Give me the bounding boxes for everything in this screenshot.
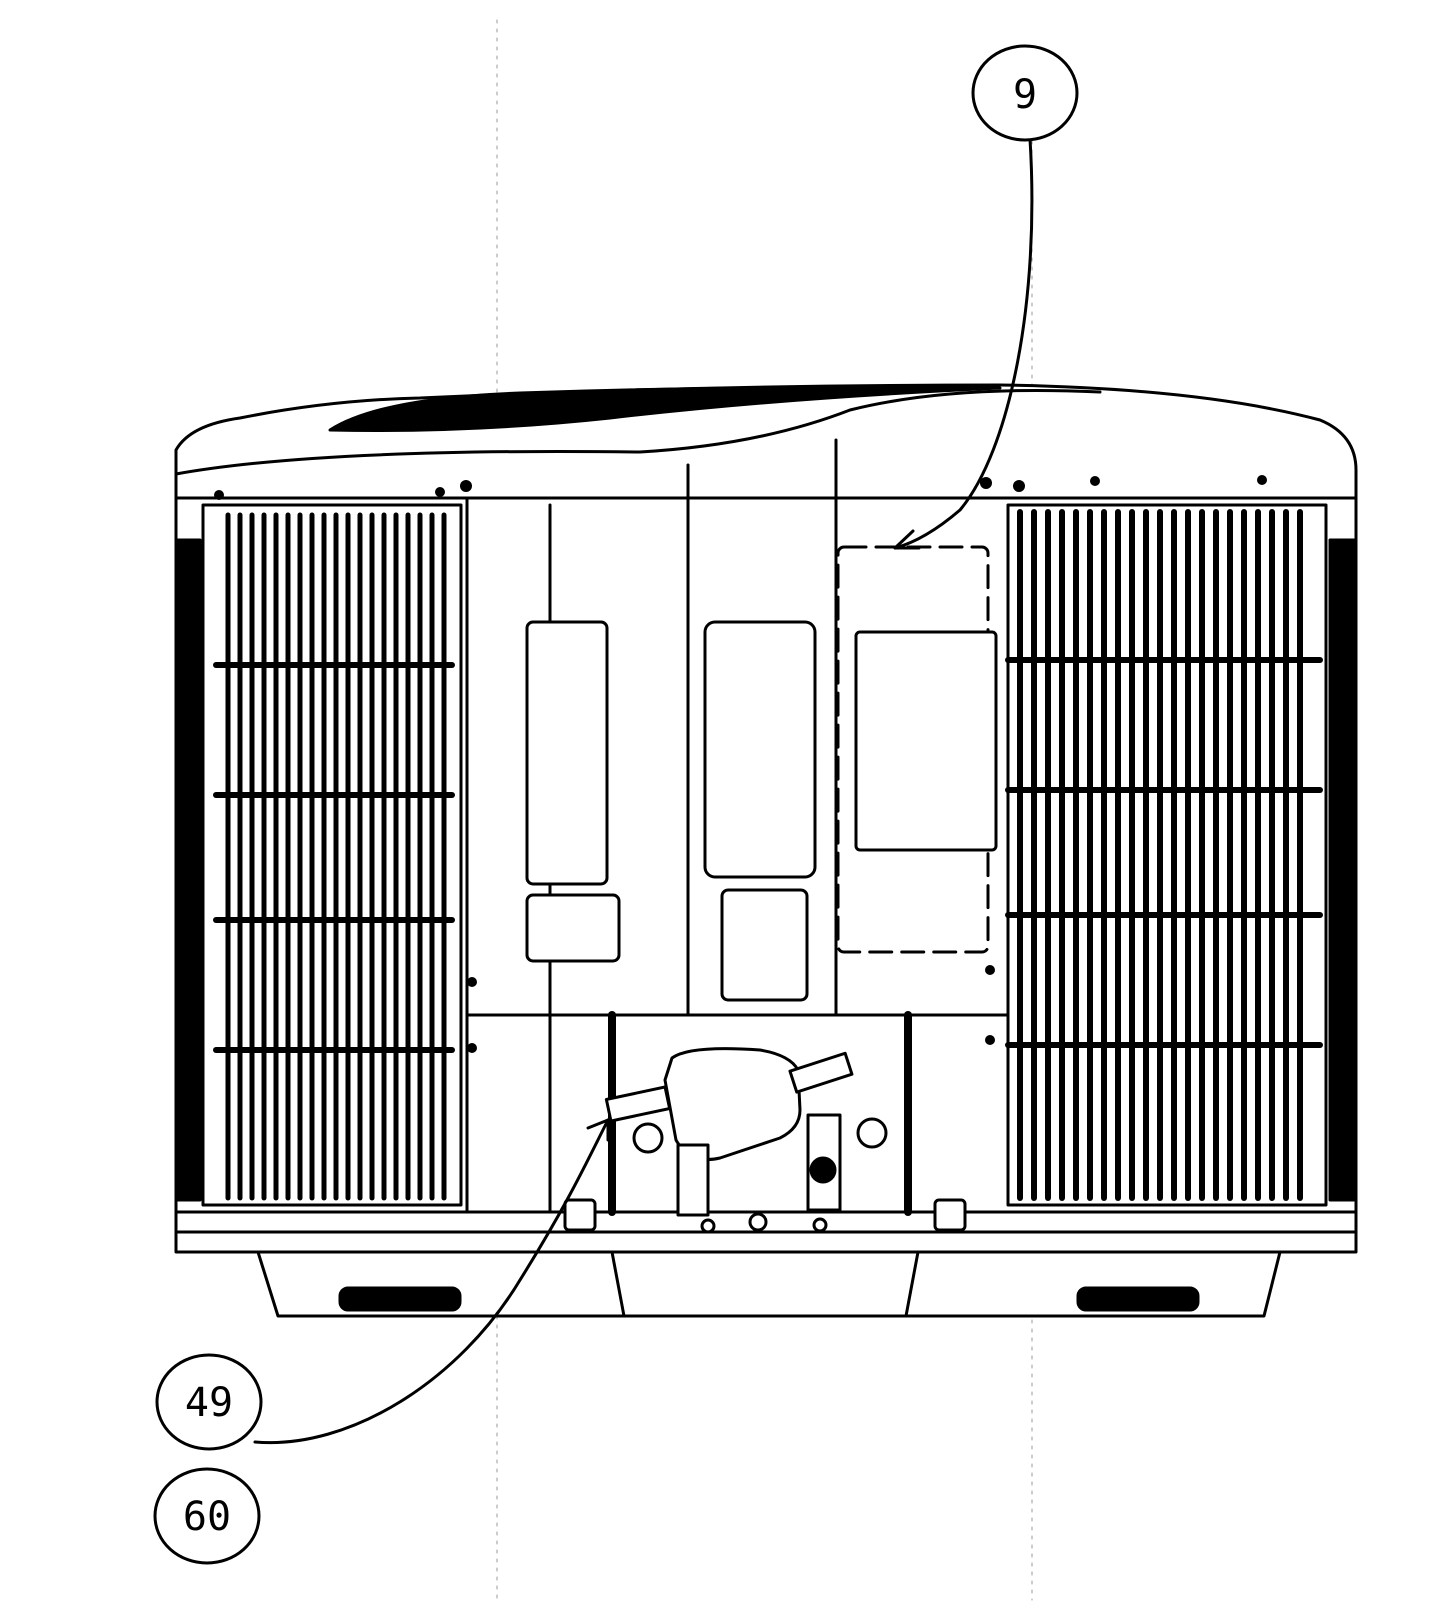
compressor-compartment [563, 1011, 967, 1234]
lift-handle-left [338, 1286, 462, 1312]
coil-guard-left [174, 503, 463, 1207]
callout-60: 60 [153, 1467, 261, 1565]
service-panels [214, 438, 1267, 1214]
callout-60-label: 60 [183, 1494, 231, 1540]
arrowhead-49 [586, 1118, 610, 1142]
coil-guard-right [1005, 503, 1356, 1207]
callout-49-label: 49 [185, 1380, 233, 1426]
service-valves [632, 1113, 888, 1234]
label-panel-3 [703, 620, 817, 879]
arrowhead-9 [893, 529, 921, 550]
lift-handle-right [1076, 1286, 1200, 1312]
scan-artifact-lines [496, 19, 1033, 1601]
callout-9: 9 [971, 44, 1079, 142]
leader-line-9 [893, 137, 1034, 550]
label-panel-2 [525, 893, 621, 963]
callout-9-label: 9 [1013, 72, 1037, 118]
label-panel-4 [720, 888, 809, 1002]
leader-line-49 [253, 1118, 610, 1445]
label-panel-1 [525, 620, 609, 886]
top-cover [174, 383, 1358, 500]
callout-49: 49 [155, 1353, 263, 1451]
leader-lines [253, 137, 1034, 1445]
unit-base-pan [256, 1250, 1282, 1318]
label-panel-5 [854, 630, 998, 852]
